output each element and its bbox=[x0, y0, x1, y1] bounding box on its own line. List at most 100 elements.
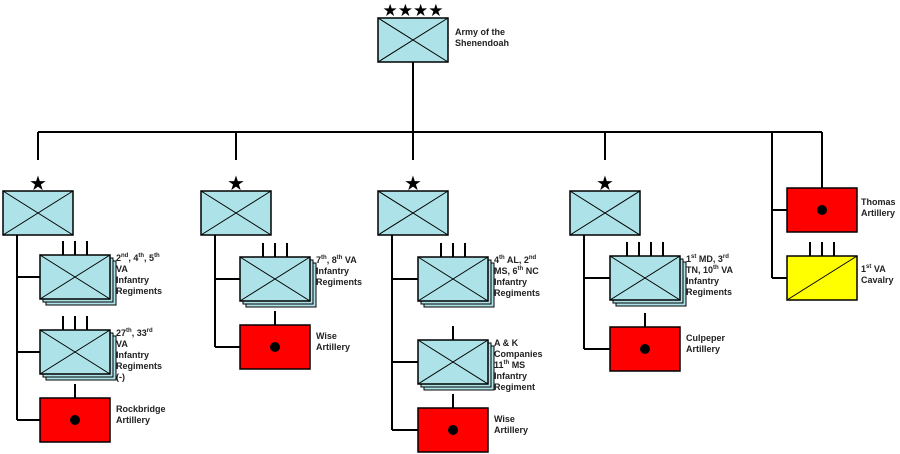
brigade-4-hq-box-diagonal bbox=[569, 190, 641, 236]
label-text: Rockbridge bbox=[116, 404, 166, 414]
brigade-rank-star: ★ bbox=[596, 171, 614, 195]
army-name-label-line: Army of the bbox=[455, 27, 509, 38]
brigade-1-unit-2-label-line: (-) bbox=[116, 372, 162, 383]
label-text: , 33 bbox=[131, 328, 147, 338]
label-text: NC bbox=[523, 266, 539, 276]
label-text: AL, 2 bbox=[504, 255, 529, 265]
brigade-3-unit-2-label-line: A & K bbox=[494, 338, 543, 349]
label-text: Infantry bbox=[686, 276, 720, 286]
brigade-1-unit-2-label-line: 27th, 33rd bbox=[116, 328, 162, 339]
brigade-2-unit-1-label-line: Infantry bbox=[316, 266, 362, 277]
label-text: MS bbox=[509, 360, 526, 370]
brigade-3-unit-2-label-line: Companies bbox=[494, 349, 543, 360]
label-text: VA bbox=[116, 339, 128, 349]
label-text: Regiments bbox=[116, 286, 163, 296]
brigade-2-unit-1-label-line: Regiments bbox=[316, 277, 362, 288]
label-text: Culpeper bbox=[686, 333, 726, 343]
label-text: 1 bbox=[686, 254, 692, 264]
cavalry-box-diagonal bbox=[786, 255, 858, 301]
brigade-3-unit-1-box-diagonal bbox=[417, 256, 489, 302]
brigade-4-unit-2-label-line: Culpeper bbox=[686, 333, 725, 344]
label-text: Artillery bbox=[316, 342, 351, 352]
brigade-4-unit-2-label-line: Artillery bbox=[686, 344, 725, 355]
label-text: Infantry bbox=[116, 350, 150, 360]
label-text: 1 bbox=[861, 264, 867, 274]
label-text: (-) bbox=[116, 372, 125, 382]
label-text: Thomas bbox=[861, 197, 896, 207]
label-text: Artillery bbox=[861, 208, 896, 218]
label-text: 4 bbox=[494, 255, 500, 265]
label-text: Infantry bbox=[116, 275, 150, 285]
label-text: Regiments bbox=[494, 288, 541, 298]
brigade-4-unit-1-box-diagonal bbox=[609, 255, 681, 301]
label-superscript: th bbox=[154, 253, 160, 259]
label-text: Companies bbox=[494, 349, 543, 359]
brigade-3-unit-2-label-line: 11th MS bbox=[494, 360, 543, 371]
brigade-2-unit-2-label-line: Wise bbox=[316, 331, 350, 342]
brigade-1-unit-1-label-line: Regiments bbox=[116, 286, 162, 297]
brigade-3-unit-1-label-line: 4th AL, 2nd bbox=[494, 255, 540, 266]
brigade-4-unit-1-label-line: Regiments bbox=[686, 287, 733, 298]
cavalry-label-line: Cavalry bbox=[861, 275, 894, 286]
army-rank-stars: ★★★★ bbox=[383, 1, 444, 21]
army-hq-box-diagonal bbox=[377, 17, 449, 63]
brigade-2-hq-box-diagonal bbox=[200, 190, 272, 236]
label-text: 27 bbox=[116, 328, 127, 338]
label-text: Infantry bbox=[494, 371, 528, 381]
label-text: Artillery bbox=[116, 415, 151, 425]
brigade-1-hq-box-diagonal bbox=[2, 190, 74, 236]
thomas-artillery-label-line: Artillery bbox=[861, 208, 896, 219]
brigade-3-unit-3-label-line: Artillery bbox=[494, 425, 528, 436]
brigade-1-unit-2-box-diagonal bbox=[39, 329, 111, 375]
label-text: VA bbox=[718, 265, 734, 275]
thomas-artillery-label-line: Thomas bbox=[861, 197, 896, 208]
label-text: Infantry bbox=[316, 266, 350, 276]
brigade-1-unit-3-label-line: Rockbridge bbox=[116, 404, 166, 415]
label-superscript: st bbox=[866, 264, 872, 270]
brigade-2-unit-2-box-dot bbox=[270, 342, 280, 352]
army-name-label-line: Shenendoah bbox=[455, 38, 509, 49]
label-text: Regiments bbox=[686, 287, 733, 297]
label-text: Wise bbox=[316, 331, 337, 341]
label-text: Cavalry bbox=[861, 275, 894, 285]
brigade-1-unit-1-label-line: Infantry bbox=[116, 275, 162, 286]
brigade-2-unit-2-box bbox=[239, 324, 311, 370]
brigade-3-unit-1-label-line: Infantry bbox=[494, 277, 540, 288]
label-text: 2 bbox=[116, 253, 122, 263]
brigade-1-unit-2-label-line: Regiments bbox=[116, 361, 162, 372]
label-text: VA bbox=[116, 264, 128, 274]
label-superscript: nd bbox=[121, 253, 129, 259]
label-superscript: th bbox=[126, 328, 132, 334]
label-superscript: nd bbox=[528, 255, 537, 261]
label-superscript: rd bbox=[146, 328, 153, 334]
brigade-1-unit-2-label-line: VA bbox=[116, 339, 162, 350]
brigade-2-unit-1-box-diagonal bbox=[239, 256, 311, 302]
label-text: Infantry bbox=[494, 277, 528, 287]
label-superscript: th bbox=[517, 266, 524, 272]
label-text: VA bbox=[871, 264, 886, 274]
cavalry-label-line: 1st VA bbox=[861, 264, 894, 275]
brigade-3-unit-2-label-line: Infantry bbox=[494, 371, 543, 382]
label-text: Artillery bbox=[494, 425, 529, 435]
brigade-1-unit-2-label-line: Infantry bbox=[116, 350, 162, 361]
brigade-3-unit-3-label-line: Wise bbox=[494, 414, 528, 425]
label-text: 11 bbox=[494, 360, 504, 370]
label-text: Regiments bbox=[316, 277, 363, 287]
brigade-1-unit-1-label-line: VA bbox=[116, 264, 162, 275]
label-superscript: st bbox=[691, 254, 697, 260]
brigade-4-unit-1-label-line: TN, 10th VA bbox=[686, 265, 733, 276]
